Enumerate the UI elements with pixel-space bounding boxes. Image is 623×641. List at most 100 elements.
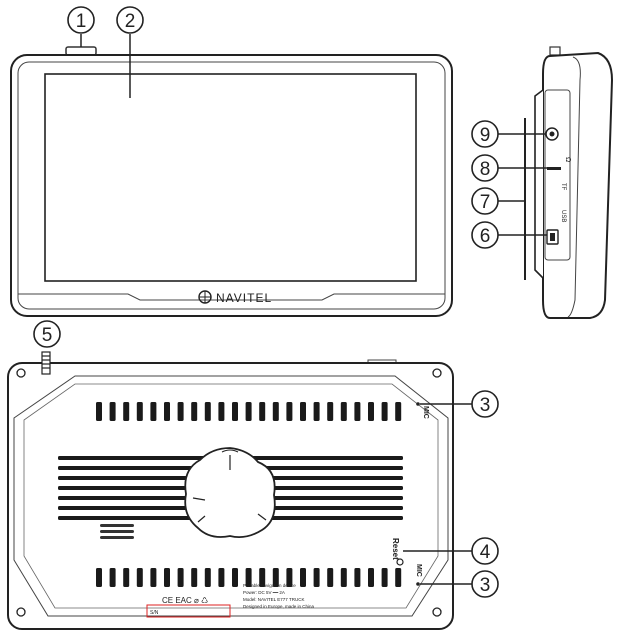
vent-slot [286,402,293,421]
callout-5-label: 5 [42,325,53,346]
callout-9-label: 9 [480,125,491,146]
vent-slot [300,568,306,587]
screw-top-right [432,368,442,378]
callout-3-bottom-label: 3 [480,575,491,596]
mount-knob [184,447,276,539]
vent-slot [272,568,279,587]
callout-8 [471,154,499,182]
vent-slot [395,568,402,587]
screw-bottom-left [16,607,26,617]
vent-slot [191,402,198,421]
navitel-logo: NAVITEL [198,290,272,305]
side-profile-inner [567,56,581,318]
callout-8-label: 8 [480,159,491,180]
vent-top [96,402,402,421]
vent-slot [96,402,102,421]
vent-slot [272,402,279,421]
callout-3-top [471,390,499,418]
vent-slot [340,402,347,421]
callout-1 [67,6,95,34]
callout-7 [471,187,499,215]
vent-slot [232,402,238,421]
vent-slot [368,402,374,421]
callout-2 [116,6,144,34]
serial-number-box [146,604,231,618]
vent-slot [109,568,116,587]
vent-slot [381,402,388,421]
mic-bottom-label: MIC [415,564,422,577]
rating-label: CE EAC ⌀ ♺ Portable navigation device Po… [146,583,315,618]
vent-slot [313,568,320,587]
vent-slot [232,568,238,587]
vent-slot [177,402,184,421]
reset-label: Reset [391,538,400,560]
vent-slot [381,568,388,587]
back-view: MIC Reset MIC CE EAC ⌀ ♺ Portable naviga… [7,320,499,630]
vent-slot [136,568,143,587]
vent-slot [354,402,361,421]
speaker-grill [100,524,134,539]
vent-slot [123,568,130,587]
vent-slot [395,402,402,421]
callout-9 [471,120,499,148]
vent-slot [177,568,184,587]
vent-slot [327,568,334,587]
callout-6-label: 6 [480,226,491,247]
vent-slot [191,568,198,587]
callout-5 [33,320,61,348]
callout-7-label: 7 [480,192,491,213]
callout-3-top-label: 3 [480,395,491,416]
callout-3-bottom [471,570,499,598]
mic-top-label: MIC [422,406,429,419]
rating-line-4: Designed in Europe, made in China [243,604,315,609]
vent-slot [245,402,252,421]
callout-2-label: 2 [125,11,136,32]
vent-slot [150,568,157,587]
tf-label: TF [560,183,566,191]
vent-slot [286,568,293,587]
front-view: NAVITEL 1 2 [10,6,453,317]
screen [44,73,417,282]
power-button [65,46,97,56]
brand-name: NAVITEL [216,291,272,305]
vent-bottom [96,568,402,587]
vent-slot [123,402,130,421]
vent-slot [218,568,225,587]
vent-slot [136,402,143,421]
vent-slot [164,402,170,421]
rating-line-3: Model: NAVITEL E777 TRUCK [243,597,304,602]
vent-slot [150,402,157,421]
callout-4 [471,537,499,565]
callout-6 [471,221,499,249]
device-chin-line [18,293,445,301]
vent-slot [259,402,266,421]
device-bezel-inner [17,61,446,310]
back-inner-frame [13,375,449,617]
rating-line-1: Portable navigation device [243,583,296,588]
vent-slot [245,568,252,587]
callout-1-label: 1 [76,11,87,32]
serial-number-label: S/N [150,610,159,616]
rating-line-2: Power: DC 5V ━━ 2A [243,590,285,595]
vent-slot [313,402,320,421]
vent-slot [368,568,374,587]
vent-slot [327,402,334,421]
vent-slot [204,402,211,421]
vent-slot [204,568,211,587]
cert-marks: CE EAC ⌀ ♺ [162,596,208,605]
vent-slot [218,402,225,421]
reset-hole [396,558,404,566]
callout-4-label: 4 [480,542,491,563]
tf-card-slot [547,167,561,170]
vent-slot [164,568,170,587]
vent-slot [300,402,306,421]
screw-bottom-right [432,607,442,617]
vent-slot [354,568,361,587]
vent-slot [259,568,266,587]
usb-label: USB [560,210,566,222]
vent-slot [96,568,102,587]
screw-top-left [16,368,26,378]
side-view: Ω TF USB 9 8 7 6 [471,46,614,319]
vent-slot [340,568,347,587]
headphone-symbol: Ω [564,157,571,162]
